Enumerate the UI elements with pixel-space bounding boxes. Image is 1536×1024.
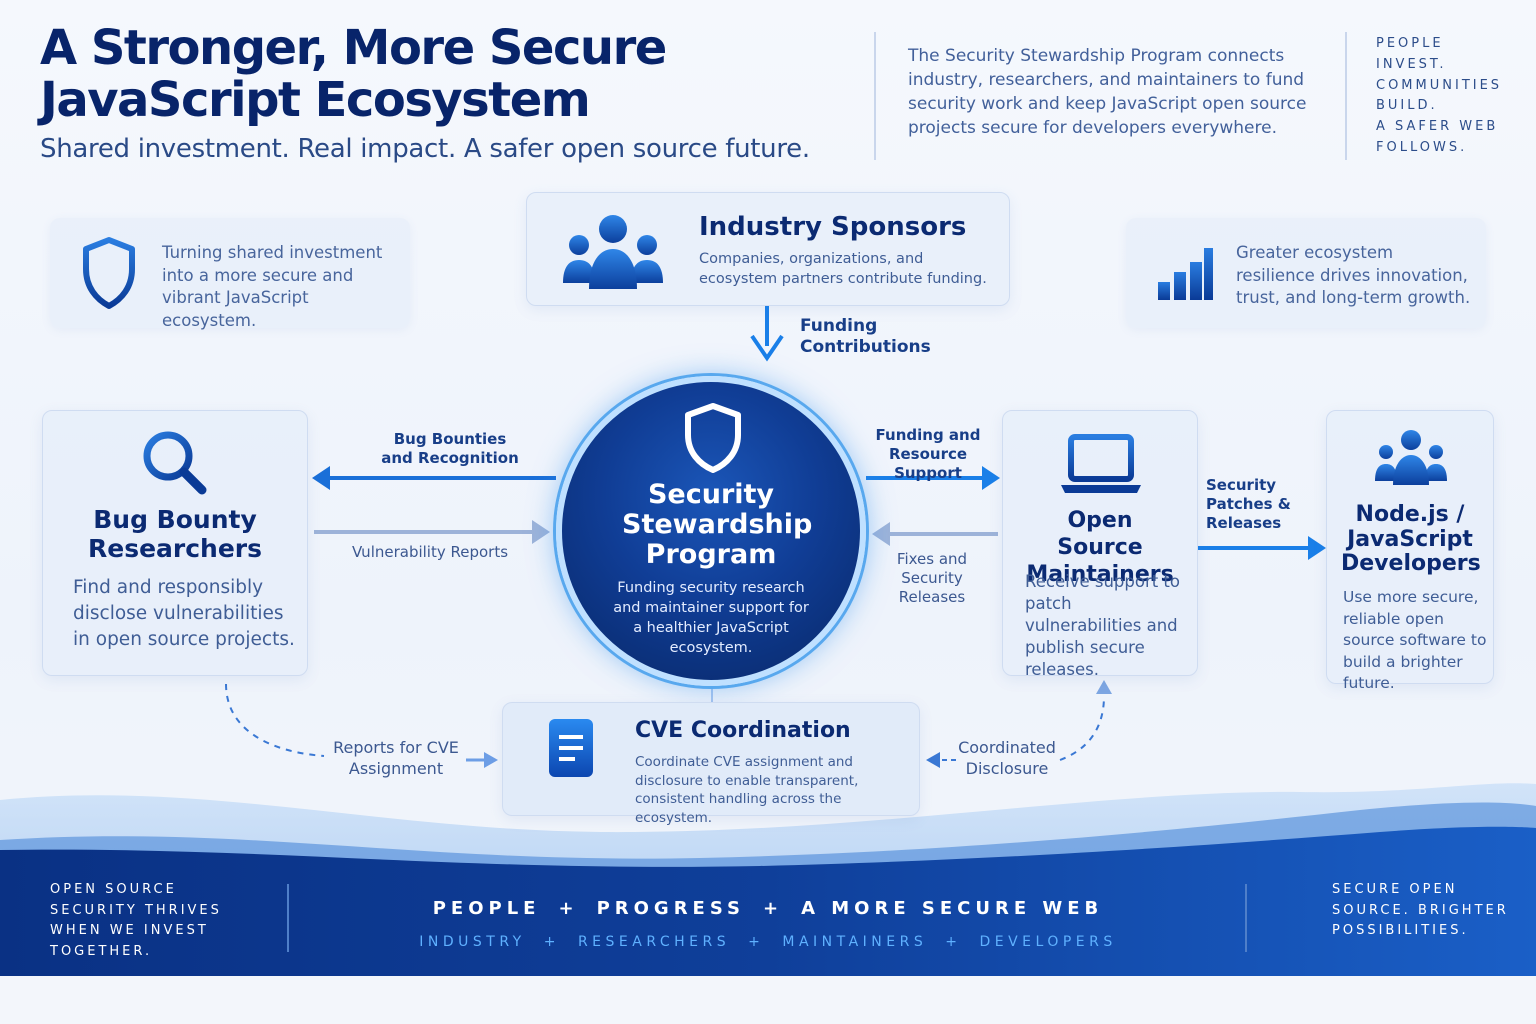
people-icon [563, 215, 663, 289]
funding-arrowhead [750, 334, 784, 362]
fixes-label: Fixes and Security Releases [896, 550, 968, 606]
right-note-card: Greater ecosystem resilience drives inno… [1126, 218, 1486, 328]
maintainers-card: Open Source Maintainers Receive support … [1002, 410, 1198, 679]
shield-icon [685, 403, 741, 473]
developers-desc: Use more secure, reliable open source so… [1343, 588, 1487, 692]
hub-title: Security Stewardship Program [622, 479, 813, 570]
left-note-text: Turning shared investment into a more se… [162, 243, 383, 330]
footer-left-text: OPEN SOURCE SECURITY THRIVES WHEN WE INV… [50, 882, 222, 959]
stakeholder-word: MAINTAINERS [782, 934, 928, 950]
developers-card: Node.js / JavaScript Developers Use more… [1326, 410, 1494, 692]
bug-bounties-label: Bug Bounties and Recognition [381, 430, 519, 467]
footer-stakeholders: INDUSTRY+RESEARCHERS+MAINTAINERS+DEVELOP… [419, 934, 1117, 950]
bar-chart-icon [1158, 248, 1213, 300]
patches-label: Security Patches & Releases [1206, 476, 1291, 532]
divider [1345, 32, 1347, 160]
cve-card: CVE Coordination Coordinate CVE assignme… [502, 702, 920, 826]
funding-contributions-label: Funding Contributions [800, 316, 931, 357]
developers-title: Node.js / JavaScript Developers [1341, 502, 1481, 576]
tagline-word: A MORE SECURE WEB [801, 898, 1104, 919]
page-subtitle: Shared investment. Real impact. A safer … [40, 134, 810, 164]
dashed-connector [225, 683, 325, 757]
magnifier-icon [143, 431, 207, 495]
researchers-desc: Find and responsibly disclose vulnerabil… [73, 577, 295, 650]
researchers-title: Bug Bounty Researchers [87, 505, 263, 563]
wave-decoration [0, 783, 1536, 980]
motto-line: PEOPLE [1376, 36, 1444, 51]
motto-line: BUILD. [1376, 98, 1438, 114]
tagline-word: PROGRESS [596, 898, 745, 919]
divider [287, 884, 289, 952]
cve-title: CVE Coordination [635, 718, 851, 743]
maintainers-desc: Receive support to patch vulnerabilities… [1025, 572, 1181, 679]
motto-line: A SAFER WEB [1376, 119, 1499, 135]
researchers-card: Bug Bounty Researchers Find and responsi… [42, 410, 308, 676]
footer-right-text: SECURE OPEN SOURCE. BRIGHTER POSSIBILITI… [1332, 882, 1509, 938]
laptop-icon [1061, 434, 1141, 493]
left-note-card: Turning shared investment into a more se… [50, 218, 410, 330]
industry-sponsors-card: Industry Sponsors Companies, organizatio… [526, 192, 1010, 306]
divider [874, 32, 876, 160]
stakeholder-word: DEVELOPERS [979, 934, 1117, 950]
page-title: A Stronger, More Secure JavaScript Ecosy… [40, 20, 667, 128]
shield-icon [83, 237, 135, 309]
hub-desc: Funding security research and maintainer… [613, 580, 809, 656]
tagline-word: PEOPLE [432, 898, 541, 919]
sponsors-title: Industry Sponsors [699, 212, 967, 242]
reports-cve-label: Reports for CVE Assignment [333, 738, 459, 778]
document-icon [549, 719, 593, 777]
right-note-text: Greater ecosystem resilience drives inno… [1236, 243, 1471, 307]
sponsors-desc: Companies, organizations, and ecosystem … [699, 251, 987, 287]
stewardship-hub: Security Stewardship Program Funding sec… [556, 376, 866, 686]
dashed-connector [1059, 695, 1105, 761]
intro-text: The Security Stewardship Program connect… [908, 46, 1307, 138]
cve-desc: Coordinate CVE assignment and disclosure… [635, 754, 859, 826]
maintainers-title: Open Source Maintainers [1026, 508, 1174, 587]
motto-line: COMMUNITIES [1376, 77, 1503, 93]
motto-line: FOLLOWS. [1376, 139, 1468, 155]
footer-tagline: PEOPLE+PROGRESS+A MORE SECURE WEB [432, 898, 1104, 919]
divider [1245, 884, 1247, 952]
motto-line: INVEST. [1376, 56, 1447, 72]
funding-resource-label: Funding and Resource Support [875, 426, 981, 482]
stakeholder-word: RESEARCHERS [577, 934, 731, 950]
motto-text: PEOPLE INVEST. COMMUNITIES BUILD. A SAFE… [1376, 34, 1502, 159]
page-bottom [0, 976, 1536, 1024]
stakeholder-word: INDUSTRY [419, 934, 526, 950]
people-icon [1375, 430, 1447, 485]
vulnerability-reports-label: Vulnerability Reports [351, 543, 509, 561]
coordinated-disclosure-label: Coordinated Disclosure [958, 738, 1056, 778]
